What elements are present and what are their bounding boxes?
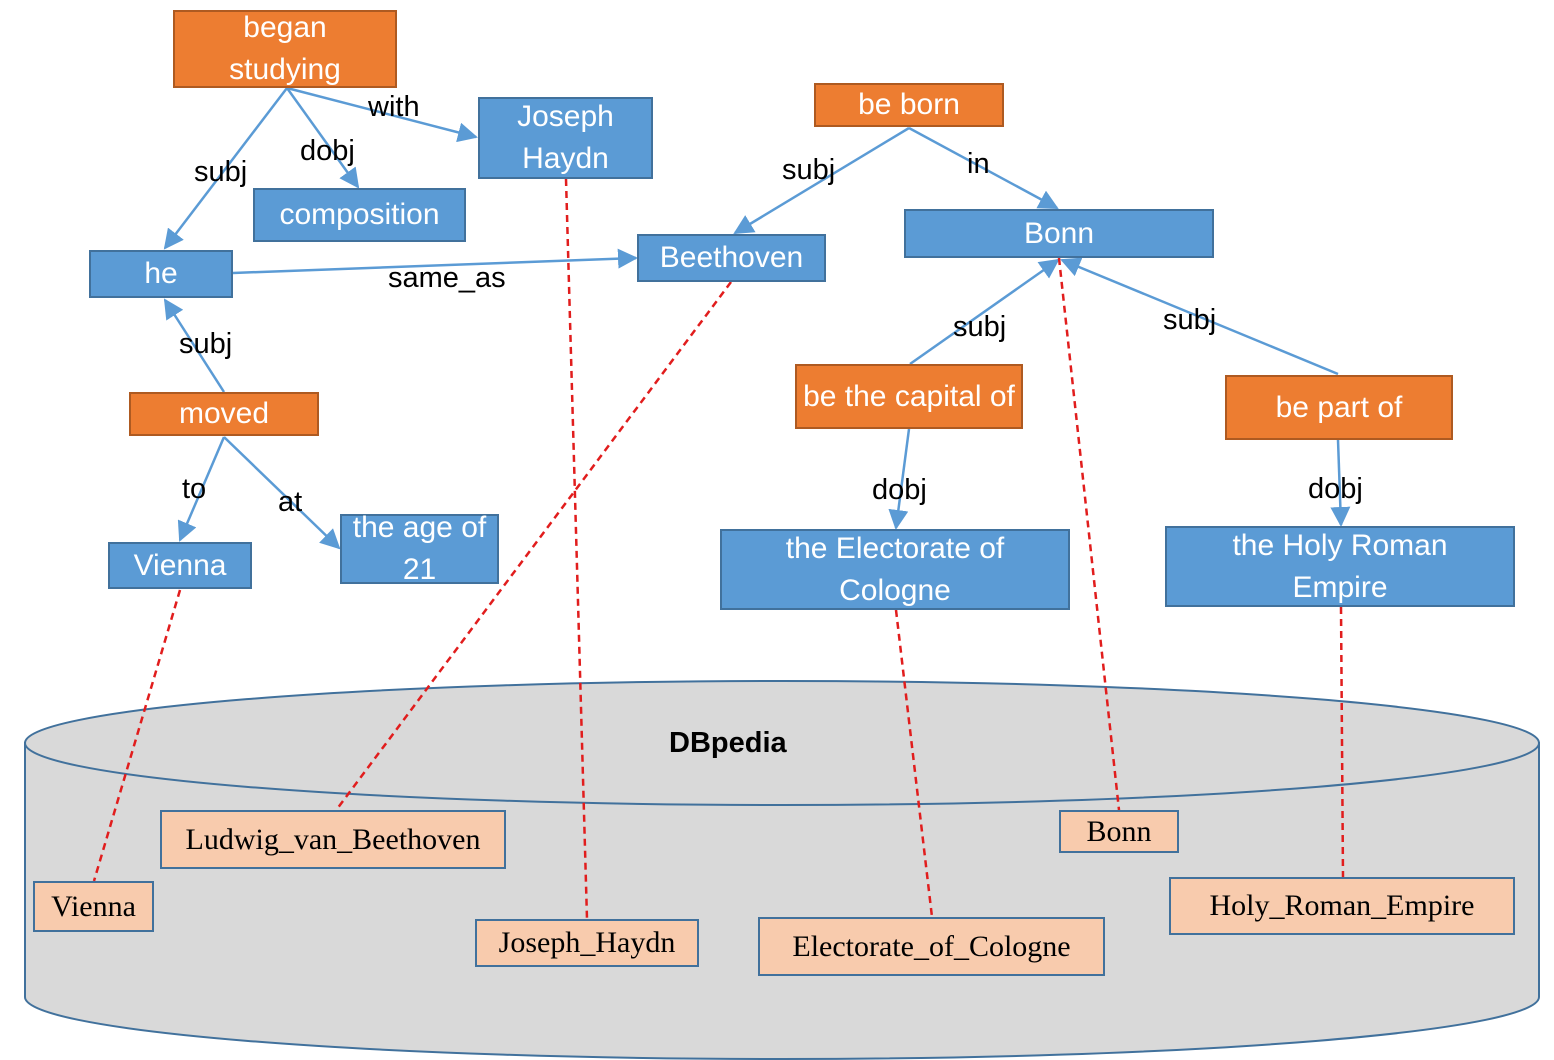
edge-subj-beethoven [733,126,910,235]
node-joseph-haydn: Joseph Haydn [478,97,653,179]
node-label: the Holy Roman Empire [1232,528,1448,604]
node-label: Vienna [133,548,227,582]
edge-subj-part-bonn [1060,257,1339,376]
database-cylinder-top [24,680,1540,806]
node-he: he [89,250,233,298]
node-label: he [144,257,178,290]
entity-holy-roman-empire: Holy_Roman_Empire [1169,877,1515,935]
edge-label-same-as: same_as [388,262,506,294]
link-hre [1339,606,1345,878]
entity-label: Joseph_Haydn [498,926,676,959]
edge-subj-he [163,87,288,250]
node-label: the Electorate of Cologne [785,531,1005,607]
node-label: the age of 21 [352,511,487,586]
edge-subj-moved-he [163,298,226,393]
node-vienna: Vienna [108,542,252,589]
entity-label: Electorate_of_Cologne [792,929,1071,963]
entity-bonn: Bonn [1059,810,1179,853]
node-label: be part of [1275,390,1403,424]
edge-label-subj: subj [179,328,233,360]
node-label: composition [279,198,440,231]
database-label: DBpedia [669,727,787,759]
node-label: be the capital of [803,379,1015,413]
edge-subj-capital-bonn [909,258,1060,366]
entity-vienna: Vienna [33,881,154,932]
node-moved: moved [129,392,319,436]
edge-label-subj: subj [194,156,248,188]
edge-label-to: to [182,473,207,505]
link-bonn [1057,257,1121,811]
node-began-studying: began studying [173,10,397,88]
entity-electorate-of-cologne: Electorate_of_Cologne [758,917,1105,976]
node-label: moved [178,397,270,430]
node-be-born: be born [814,83,1004,127]
node-age-21: the age of 21 [340,511,499,586]
edge-at-age [223,436,341,550]
entity-label: Vienna [51,889,136,923]
node-composition: composition [253,188,466,242]
node-be-part-of: be part of [1225,375,1453,440]
node-label: Bonn [1023,216,1095,250]
node-beethoven: Beethoven [637,234,826,282]
node-bonn: Bonn [904,209,1214,258]
entity-label: Holy_Roman_Empire [1209,889,1475,922]
entity-label: Ludwig_van_Beethoven [185,822,481,856]
node-label: Beethoven [659,241,804,274]
edge-label-at: at [278,486,303,518]
entity-ludwig-van-beethoven: Ludwig_van_Beethoven [160,810,506,869]
node-be-capital-of: be the capital of [795,364,1023,429]
edge-to-vienna [177,436,226,542]
node-label: Joseph Haydn [517,100,614,175]
edge-in-bonn [908,126,1059,210]
entity-label: Bonn [1086,814,1152,848]
edge-label-subj: subj [953,311,1007,343]
edge-with [286,86,478,143]
edge-label-with: with [368,91,420,123]
node-label: be born [858,88,960,121]
edge-label-dobj: dobj [1308,473,1363,505]
link-beethoven [335,281,733,810]
node-electorate-of-cologne: the Electorate of Cologne [720,529,1070,610]
link-haydn [564,178,589,920]
edge-label-subj: subj [1163,304,1217,336]
entity-joseph-haydn: Joseph_Haydn [475,919,699,967]
edge-label-in: in [967,148,990,180]
edge-dobj-electorate [888,428,911,530]
edge-label-dobj: dobj [872,474,927,506]
link-cologne [894,609,934,918]
link-vienna [92,589,182,882]
edge-dobj-composition [285,87,360,189]
edge-label-dobj: dobj [300,135,355,167]
node-holy-roman-empire: the Holy Roman Empire [1165,526,1515,607]
node-label: began studying [229,11,341,86]
edge-dobj-hre [1330,439,1351,527]
edge-same-as [232,248,638,275]
edge-label-subj: subj [782,154,836,186]
